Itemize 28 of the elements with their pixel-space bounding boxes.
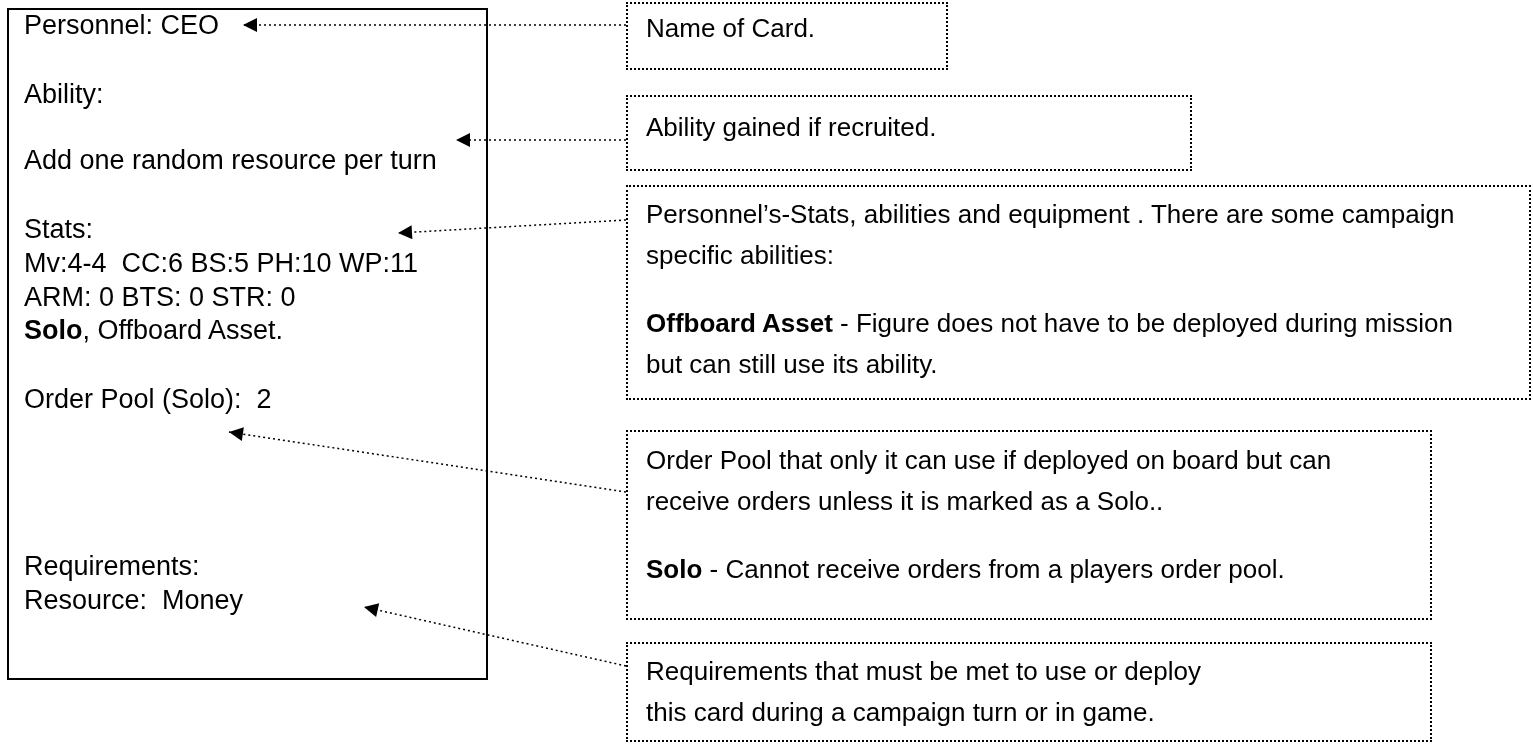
card-text: Solo, Offboard Asset. — [24, 314, 284, 347]
leader-line — [455, 133, 627, 147]
leader-line — [228, 427, 627, 493]
callout-text: Personnel’s-Stats, abilities and equipment . There are some campaign specific abilities: — [646, 198, 1456, 272]
card-text: ARM: 0 BTS: 0 STR: 0 — [24, 281, 296, 314]
card-text: Requirements: — [24, 550, 200, 583]
card-text: Resource: Money — [24, 584, 244, 617]
callout-text: Solo - Cannot receive orders from a players order pool. — [646, 553, 1286, 586]
callout-box — [626, 642, 1432, 742]
callout-box — [626, 2, 948, 70]
card-box — [7, 8, 488, 680]
callout-text: Offboard Asset - Figure does not have to be deployed during mission but can still use its ability. — [646, 307, 1454, 381]
card-text: Personnel: CEO — [24, 9, 220, 42]
card-text: Order Pool (Solo): 2 — [24, 383, 272, 416]
leader-line — [242, 18, 627, 32]
card-text: Ability: — [24, 78, 104, 111]
callout-text: Requirements that must be met to use or deploy this card during a campaign turn or in game. — [646, 655, 1202, 729]
leader-line — [397, 219, 627, 240]
callout-box — [626, 430, 1432, 620]
card-text: Add one random resource per turn — [24, 144, 437, 177]
callout-box — [626, 95, 1192, 171]
card-text: Mv:4-4 CC:6 BS:5 PH:10 WP:11 — [24, 247, 419, 280]
card-text: Stats: — [24, 213, 94, 246]
callout-text: Order Pool that only it can use if deployed on board but can receive orders unless it is marked as a Solo.. — [646, 444, 1333, 518]
callout-text: Ability gained if recruited. — [646, 111, 938, 144]
callout-text: Name of Card. — [646, 12, 817, 45]
callout-box — [626, 185, 1531, 400]
leader-line — [363, 603, 627, 667]
